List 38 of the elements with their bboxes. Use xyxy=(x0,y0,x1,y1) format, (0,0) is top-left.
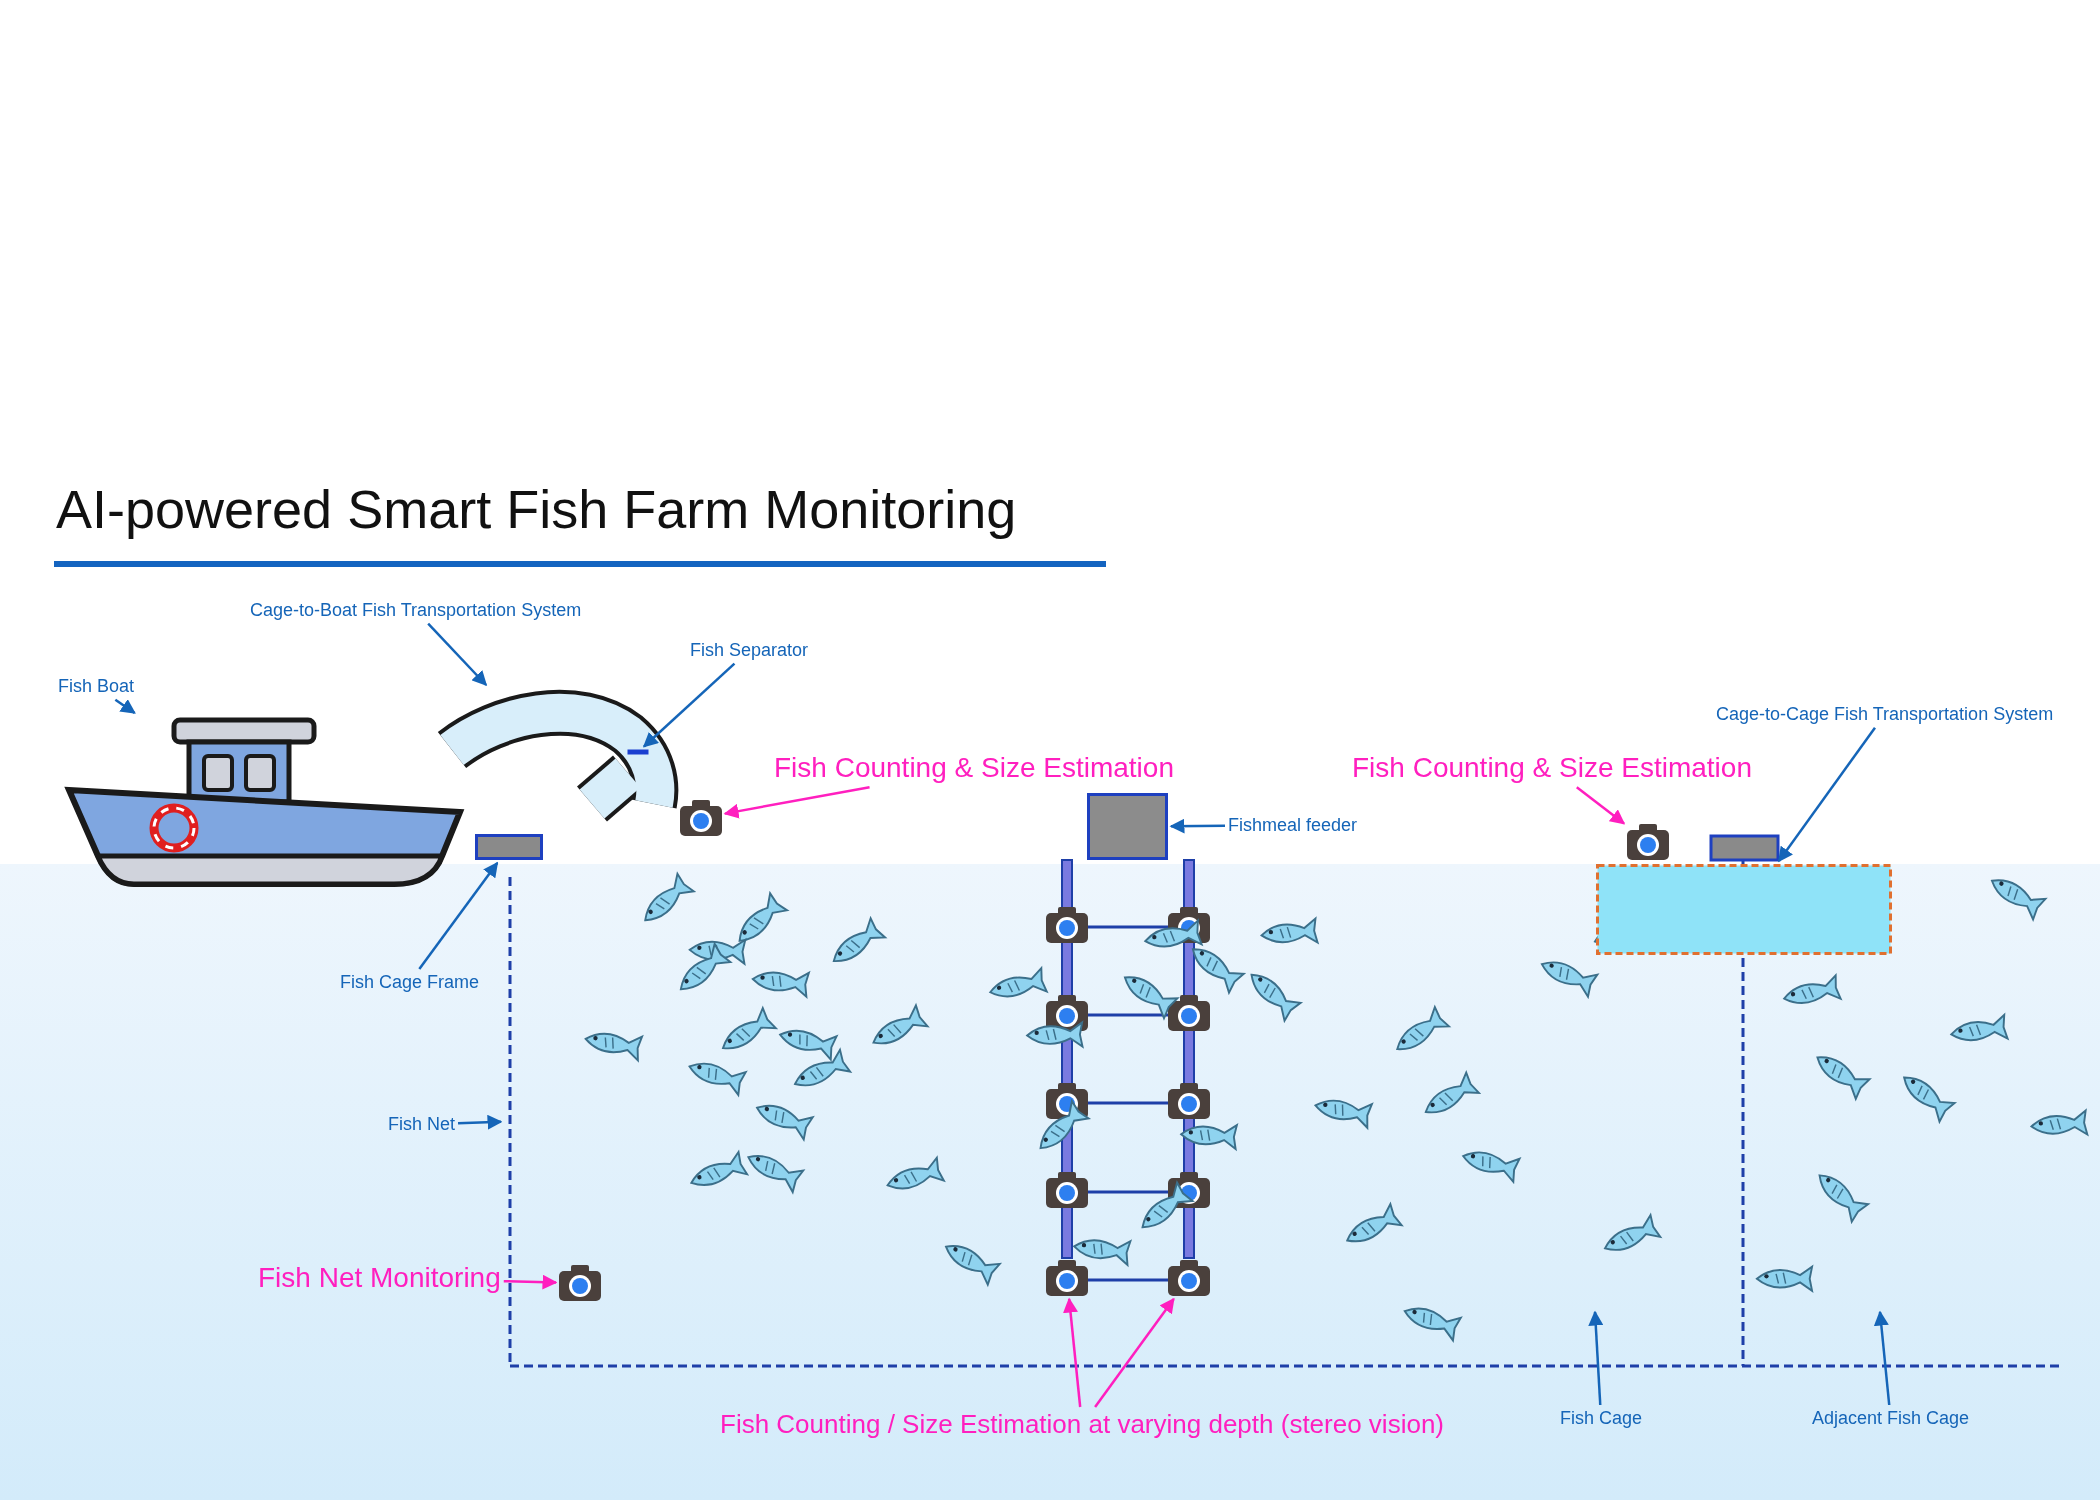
feeder-box xyxy=(1087,793,1168,860)
leader-arrow xyxy=(1169,818,1225,834)
callout-text: Fish Counting / Size Estimation at varying depth (stereo vision) xyxy=(720,1410,1444,1440)
part-label: Cage-to-Cage Fish Transportation System xyxy=(1716,704,2054,725)
leader-arrow xyxy=(642,662,736,748)
part-label: Cage-to-Boat Fish Transportation System xyxy=(250,600,582,621)
camera-icon xyxy=(1046,1260,1088,1296)
part-label: Fish Separator xyxy=(690,640,809,661)
leader-arrow xyxy=(114,698,136,715)
transport-tank xyxy=(1596,864,1892,955)
callout-text: Fish Counting & Size Estimation xyxy=(1352,752,1752,785)
callout-text: Fish Counting & Size Estimation xyxy=(774,752,1174,785)
leader-arrow xyxy=(1063,1297,1082,1408)
camera-icon xyxy=(1168,1260,1210,1296)
leader-arrow xyxy=(1094,1297,1175,1408)
leader-arrow xyxy=(723,785,870,819)
callout-text: Fish Net Monitoring xyxy=(258,1262,501,1295)
part-label: Fish Net xyxy=(388,1114,456,1135)
leader-arrow xyxy=(503,1274,558,1290)
camera-icon xyxy=(559,1265,601,1301)
separator-mark xyxy=(627,749,649,755)
title: AI-powered Smart Fish Farm Monitoring xyxy=(56,478,1017,541)
part-label: Fishmeal feeder xyxy=(1228,815,1358,836)
camera-icon xyxy=(680,800,722,836)
cage-frame-bar xyxy=(475,834,543,860)
leader-arrow xyxy=(427,622,488,687)
leader-arrow xyxy=(1873,1310,1891,1406)
part-label: Adjacent Fish Cage xyxy=(1812,1408,1970,1429)
leader-arrow xyxy=(1576,786,1626,825)
part-label: Fish Cage Frame xyxy=(340,972,480,993)
leader-arrow xyxy=(1777,726,1876,863)
leader-arrow xyxy=(1588,1310,1604,1406)
leader-arrow xyxy=(458,1114,503,1130)
leader-arrow xyxy=(418,861,499,970)
part-label: Fish Boat xyxy=(58,676,135,697)
part-label: Fish Cage xyxy=(1560,1408,1643,1429)
camera-icon xyxy=(1627,824,1669,860)
boat-drawing xyxy=(64,716,466,890)
